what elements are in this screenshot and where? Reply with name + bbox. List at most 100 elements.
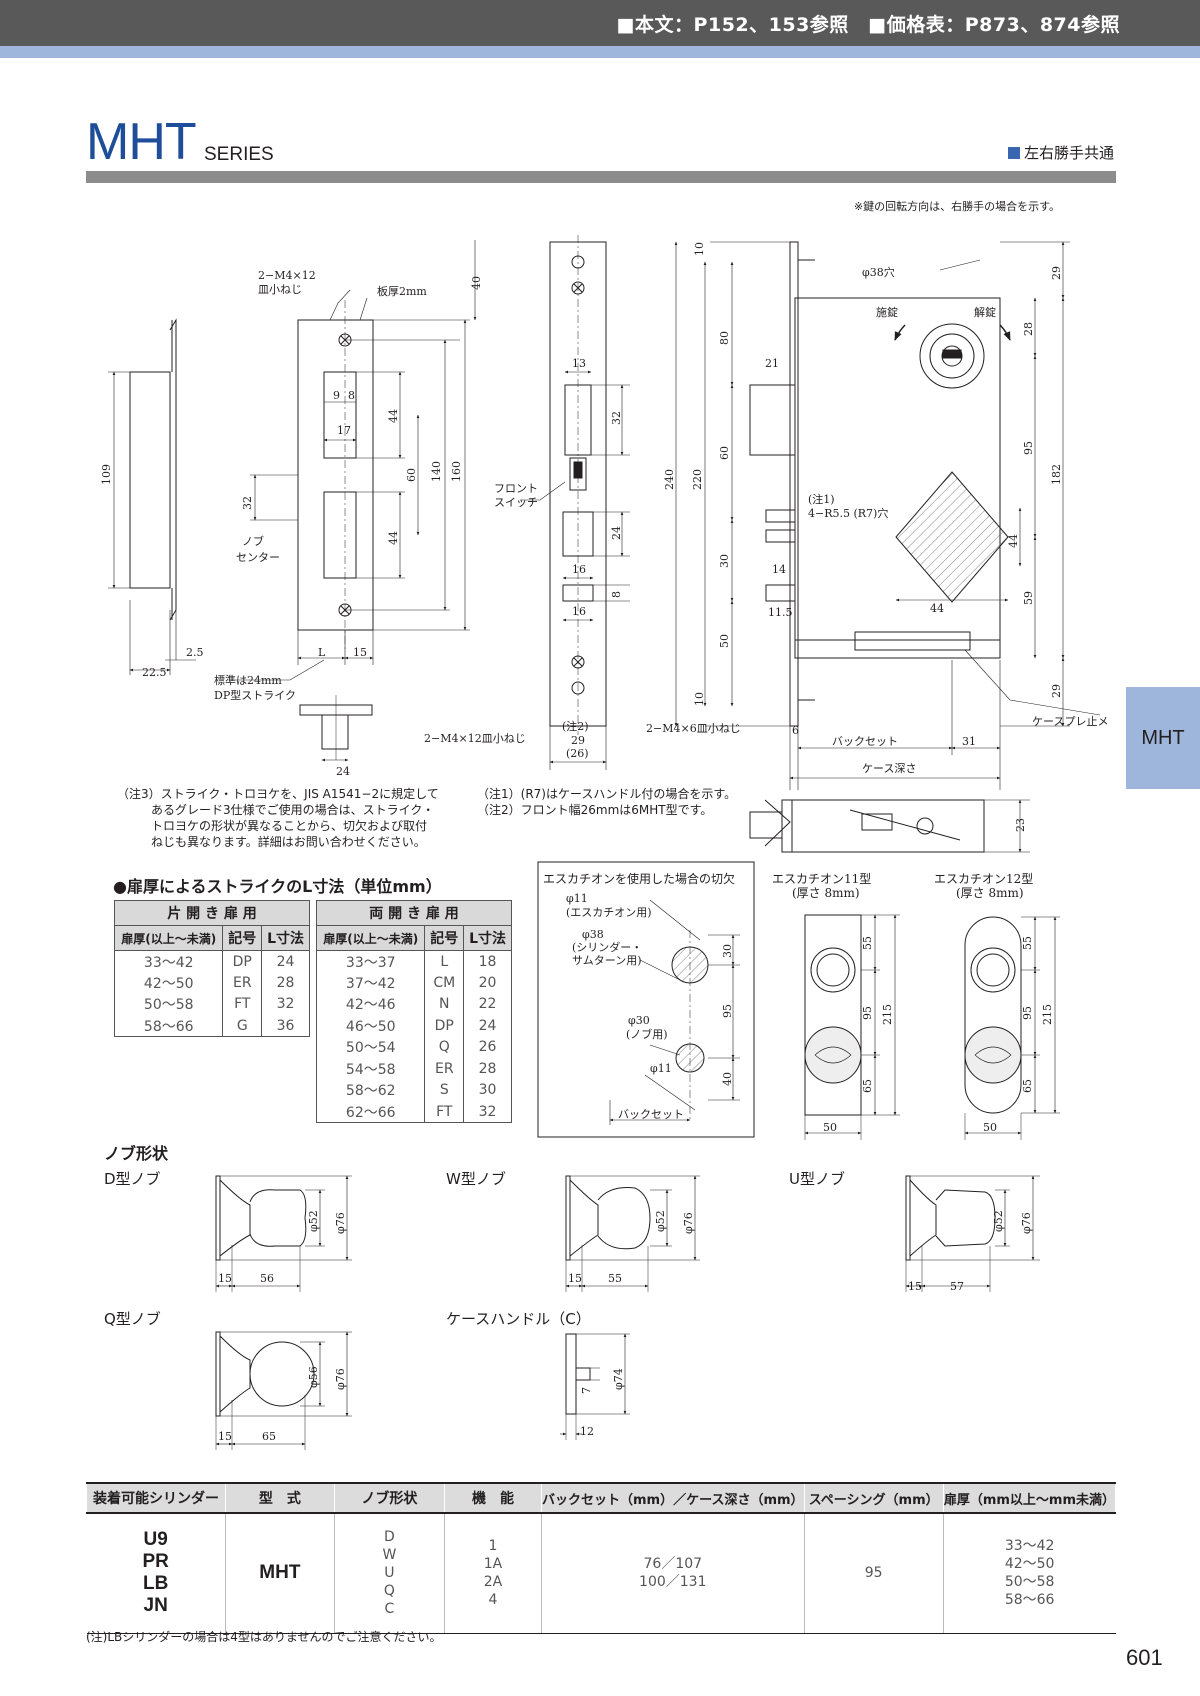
u-knob-w: 57 bbox=[950, 1280, 964, 1293]
dim-26: (26) bbox=[566, 747, 589, 760]
lock-case-view bbox=[794, 297, 1001, 659]
double-door-group: 両 開 き 扉 用 bbox=[316, 900, 512, 926]
spec-col-cylinder: 装着可能シリンダー bbox=[86, 1482, 226, 1514]
table-cell: 37〜42 bbox=[315, 972, 426, 994]
screw-front-label: 2−M4×6皿小ねじ bbox=[646, 722, 741, 735]
table-cell: Q bbox=[424, 1036, 465, 1058]
dim-8b: 8 bbox=[610, 591, 623, 598]
door-thickness-list: 33〜42 42〜50 50〜58 58〜66 bbox=[943, 1513, 1116, 1634]
escutcheon11-title: エスカチオン11型 bbox=[772, 872, 871, 886]
front-switch-label: フロント bbox=[494, 482, 538, 495]
cut-dim-30: 30 bbox=[721, 944, 734, 958]
table-cell: 24 bbox=[463, 1015, 512, 1037]
d-knob-w15: 15 bbox=[218, 1272, 232, 1285]
phi11a: φ11 bbox=[566, 892, 588, 905]
dim-44d: 44 bbox=[930, 602, 944, 615]
l-table-title: ●扉厚によるストライクのL寸法（単位mm） bbox=[113, 877, 442, 896]
dim-182: 182 bbox=[1050, 464, 1063, 485]
table-row: U9 PR LB JN MHT D W U Q C 1 1A 2A 4 76／1… bbox=[86, 1513, 1116, 1634]
knob-center-label2: センター bbox=[236, 551, 280, 564]
phi38: φ38 bbox=[582, 928, 604, 941]
dim-32a: 32 bbox=[241, 496, 254, 510]
table-cell: 36 bbox=[261, 1015, 310, 1037]
knob-center-label: ノブ bbox=[242, 534, 264, 548]
esc12-dim-55: 55 bbox=[1021, 936, 1034, 950]
dim-9: 9 bbox=[333, 389, 340, 402]
table-cell: 28 bbox=[261, 972, 310, 994]
table-cell: FT bbox=[222, 993, 263, 1015]
c-handle-phi74: φ74 bbox=[612, 1368, 625, 1390]
dim-21: 21 bbox=[765, 357, 779, 370]
table-cell: 32 bbox=[261, 993, 310, 1015]
knob-shapes-title: ノブ形状 bbox=[104, 1144, 169, 1163]
side-tab[interactable]: MHT bbox=[1126, 687, 1200, 789]
dim-160: 160 bbox=[450, 461, 463, 482]
esc12-dim-50: 50 bbox=[983, 1121, 997, 1134]
phi30: φ30 bbox=[628, 1014, 650, 1027]
dim-44a: 44 bbox=[387, 409, 400, 423]
table-cell: 54〜58 bbox=[315, 1058, 426, 1080]
table-cell: 58〜62 bbox=[315, 1079, 426, 1101]
dim-14: 14 bbox=[772, 563, 786, 576]
front-switch-label2: スイッチ bbox=[494, 496, 538, 509]
phi30-note: (ノブ用) bbox=[626, 1027, 668, 1041]
dim-220: 220 bbox=[691, 469, 704, 490]
phi38-note2: サムターン用) bbox=[572, 954, 642, 967]
dim-15a: 15 bbox=[353, 646, 367, 659]
esc11-dim-65: 65 bbox=[861, 1079, 874, 1093]
escutcheon12-title: エスカチオン12型 bbox=[934, 872, 1033, 886]
dim-28: 28 bbox=[1022, 322, 1035, 336]
note2-ref: (注2) bbox=[562, 719, 589, 733]
table-cell: 32 bbox=[463, 1101, 512, 1123]
w-knob-drawing bbox=[565, 1175, 700, 1292]
spec-col-door-thickness: 扉厚（mm以上〜mm未満） bbox=[942, 1482, 1117, 1514]
function-list: 1 1A 2A 4 bbox=[444, 1513, 543, 1634]
dim-240: 240 bbox=[663, 469, 676, 490]
spec-col-spacing: スペーシング（mm） bbox=[803, 1482, 944, 1514]
dim-10b: 10 bbox=[693, 692, 706, 706]
w-knob-w15: 15 bbox=[568, 1272, 582, 1285]
escutcheon-cutout-box bbox=[537, 861, 755, 1138]
esc11-dim-55: 55 bbox=[861, 936, 874, 950]
spec-table: 装着可能シリンダー 型 式 ノブ形状 機 能 バックセット（mm）／ケース深さ（… bbox=[86, 1482, 1117, 1634]
screw-bottom-label: 2−M4×12皿小ねじ bbox=[424, 732, 526, 745]
q-knob-drawing bbox=[215, 1331, 352, 1450]
double-col-l: L寸法 bbox=[463, 925, 512, 951]
table-cell: 50〜54 bbox=[315, 1036, 426, 1058]
table-cell: FT bbox=[424, 1101, 465, 1123]
dim-95a: 95 bbox=[1022, 441, 1035, 455]
escutcheon12-thickness: (厚さ 8mm) bbox=[956, 886, 1024, 900]
strike-std-label: 標準は24mm bbox=[214, 673, 282, 687]
dim-50a: 50 bbox=[718, 634, 731, 648]
escutcheon11-thickness: (厚さ 8mm) bbox=[792, 886, 860, 900]
q-knob-phi56: φ56 bbox=[307, 1366, 320, 1388]
strike-side-view bbox=[129, 371, 171, 589]
cut-dim-95: 95 bbox=[721, 1004, 734, 1018]
cylinder-list: U9 PR LB JN bbox=[86, 1513, 226, 1634]
esc11-dim-50: 50 bbox=[823, 1121, 837, 1134]
w-knob-phi52: φ52 bbox=[654, 1210, 667, 1232]
footnote: (注)LBシリンダーの場合は4型はありませんのでご注意ください。 bbox=[86, 1630, 442, 1644]
table-cell: 50〜58 bbox=[113, 993, 224, 1015]
dim-13: 13 bbox=[572, 357, 586, 370]
lock-direction-label: 施錠 bbox=[876, 305, 898, 319]
dim-40: 40 bbox=[470, 276, 483, 290]
table-cell: 30 bbox=[463, 1079, 512, 1101]
spec-col-function: 機 能 bbox=[443, 1482, 543, 1514]
dim-31: 31 bbox=[962, 735, 976, 748]
table-cell: 58〜66 bbox=[113, 1015, 224, 1037]
double-col-code: 記号 bbox=[424, 925, 465, 951]
d-knob-label: D型ノブ bbox=[104, 1170, 161, 1188]
dim-10a: 10 bbox=[693, 242, 706, 256]
strike-front-view bbox=[297, 319, 374, 631]
dim-29a: 29 bbox=[571, 734, 585, 747]
table-cell: ER bbox=[222, 972, 263, 994]
table-cell: 28 bbox=[463, 1058, 512, 1080]
table-cell: 33〜42 bbox=[113, 950, 224, 972]
note1: （注1）(R7)はケースハンドル付の場合を示す。 bbox=[477, 787, 737, 801]
cut-backset: バックセット bbox=[618, 1108, 684, 1121]
table-cell: S bbox=[424, 1079, 465, 1101]
series-title: MHT bbox=[86, 113, 197, 171]
